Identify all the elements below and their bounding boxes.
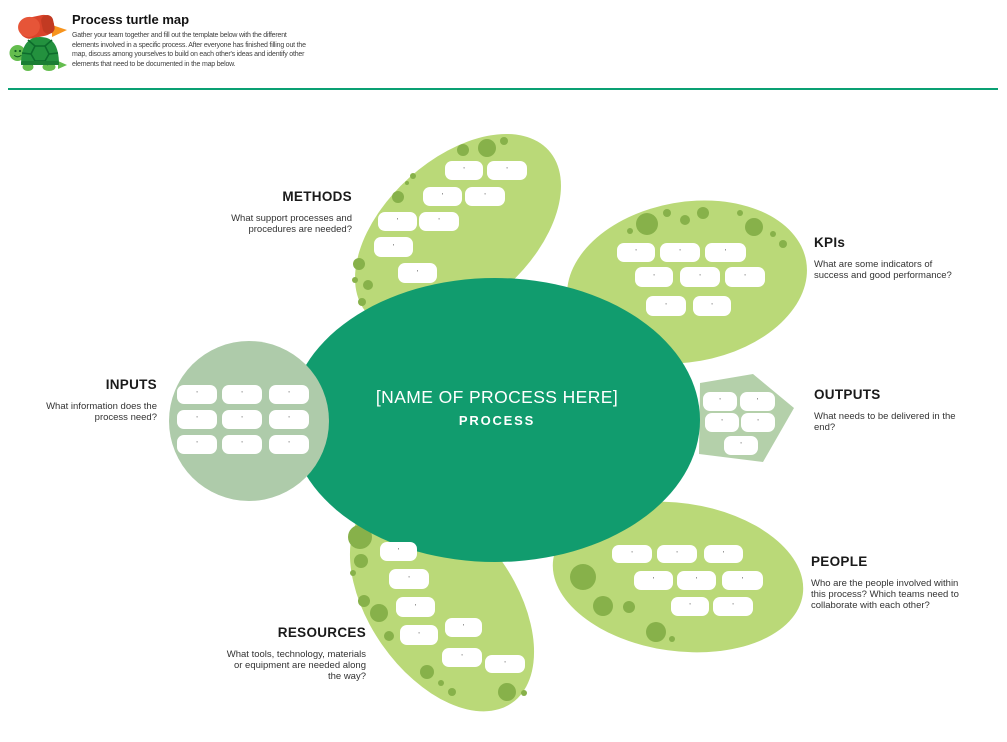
people-note[interactable]: ' [713, 597, 753, 616]
people-label-block: PEOPLE Who are the people involved withi… [811, 554, 991, 612]
inputs-label: INPUTS [105, 377, 157, 392]
people-note[interactable]: ' [612, 545, 652, 563]
process-label: PROCESS [458, 413, 536, 428]
methods-note[interactable]: ' [378, 212, 417, 231]
kpis-note[interactable]: ' [635, 267, 673, 287]
kpis-note[interactable]: ' [725, 267, 765, 287]
people-label: PEOPLE [811, 554, 868, 569]
inputs-note[interactable]: ' [269, 435, 309, 454]
kpis-description: What are some indicators of success and … [814, 259, 952, 281]
people-description: Who are the people involved within this … [811, 578, 959, 611]
turtle-rocket-logo [9, 14, 67, 71]
resources-note[interactable]: ' [445, 618, 482, 637]
methods-note[interactable]: ' [398, 263, 437, 283]
methods-description: What support processes and procedures ar… [231, 213, 352, 235]
resources-note[interactable]: ' [396, 597, 435, 617]
kpis-label: KPIs [814, 235, 846, 250]
resources-description: What tools, technology, materials or equ… [226, 649, 366, 682]
inputs-label-block: INPUTS What information does the process… [0, 377, 157, 424]
methods-label: METHODS [282, 189, 352, 204]
methods-note[interactable]: ' [445, 161, 483, 180]
people-note[interactable]: ' [677, 571, 716, 590]
resources-note[interactable]: ' [380, 542, 417, 561]
process-body-ellipse [290, 278, 700, 562]
methods-label-block: METHODS What support processes and proce… [152, 189, 352, 236]
inputs-description: What information does the process need? [46, 401, 157, 423]
resources-note[interactable]: ' [485, 655, 525, 673]
methods-note[interactable]: ' [423, 187, 462, 206]
inputs-note[interactable]: ' [177, 410, 217, 429]
people-note[interactable]: ' [671, 597, 709, 616]
outputs-note[interactable]: ' [703, 392, 737, 411]
inputs-note[interactable]: ' [269, 410, 309, 429]
inputs-note[interactable]: ' [222, 410, 262, 429]
methods-note[interactable]: ' [487, 161, 527, 180]
methods-note[interactable]: ' [419, 212, 459, 231]
kpis-note[interactable]: ' [705, 243, 746, 262]
people-note[interactable]: ' [634, 571, 673, 590]
inputs-note[interactable]: ' [177, 435, 217, 454]
kpis-note[interactable]: ' [646, 296, 686, 316]
inputs-note[interactable]: ' [222, 385, 262, 404]
page-description: Gather your team together and fill out t… [72, 32, 306, 68]
resources-label: RESOURCES [277, 625, 366, 640]
people-note[interactable]: ' [657, 545, 697, 563]
kpis-label-block: KPIs What are some indicators of success… [814, 235, 994, 282]
outputs-description: What needs to be delivered in the end? [814, 411, 956, 433]
methods-note[interactable]: ' [465, 187, 505, 206]
methods-note[interactable]: ' [374, 237, 413, 257]
kpis-note[interactable]: ' [617, 243, 655, 262]
people-note[interactable]: ' [722, 571, 763, 590]
kpis-note[interactable]: ' [680, 267, 720, 287]
outputs-label-block: OUTPUTS What needs to be delivered in th… [814, 387, 994, 434]
inputs-note[interactable]: ' [269, 385, 309, 404]
outputs-note[interactable]: ' [741, 413, 775, 432]
header-divider [8, 88, 998, 90]
outputs-note[interactable]: ' [740, 392, 775, 411]
kpis-note[interactable]: ' [693, 296, 731, 316]
resources-note[interactable]: ' [442, 648, 482, 667]
outputs-label: OUTPUTS [814, 387, 881, 402]
outputs-note[interactable]: ' [705, 413, 739, 432]
resources-note[interactable]: ' [400, 625, 438, 645]
process-name-placeholder[interactable]: [NAME OF PROCESS HERE] [375, 387, 619, 407]
resources-label-block: RESOURCES What tools, technology, materi… [166, 625, 366, 683]
kpis-note[interactable]: ' [660, 243, 700, 262]
inputs-note[interactable]: ' [222, 435, 262, 454]
page-title: Process turtle map [72, 12, 190, 27]
inputs-note[interactable]: ' [177, 385, 217, 404]
people-note[interactable]: ' [704, 545, 743, 563]
resources-note[interactable]: ' [389, 569, 429, 589]
outputs-note[interactable]: ' [724, 436, 758, 455]
